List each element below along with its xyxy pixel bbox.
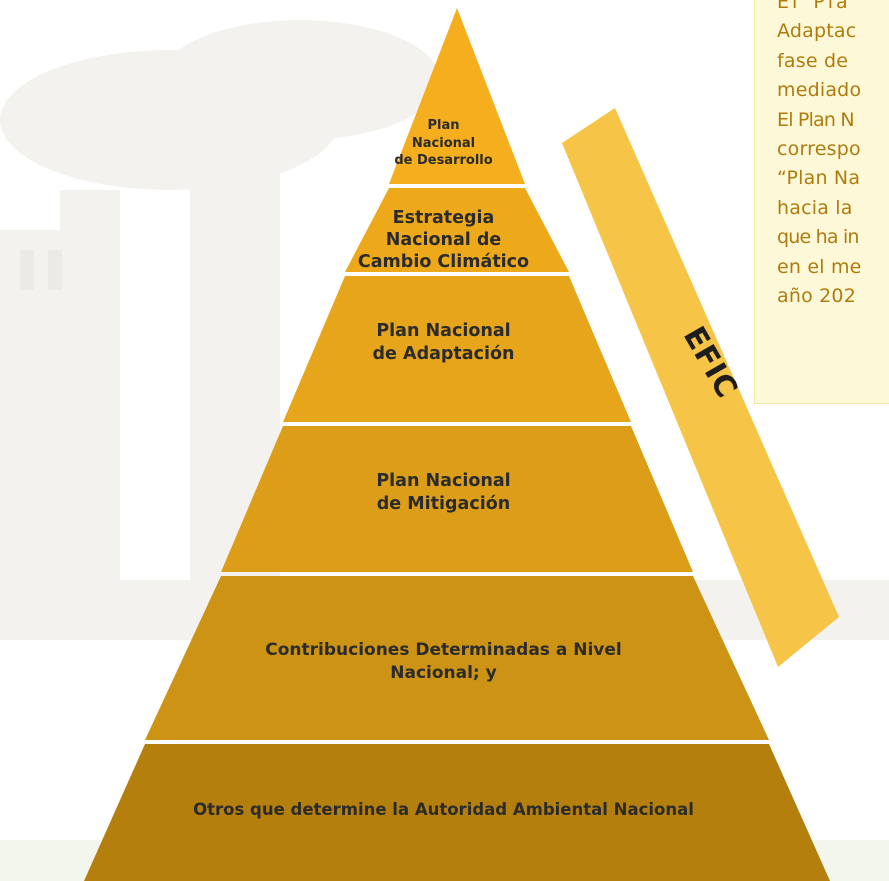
level-1-line: de Desarrollo <box>394 153 493 168</box>
pyramid-level-6 <box>84 744 830 881</box>
level-4-line: Plan Nacional <box>376 471 511 491</box>
level-4-line: de Mitigación <box>376 494 511 514</box>
note-line: El Pla <box>777 0 851 13</box>
note-line: hacia la <box>777 196 853 219</box>
note-line: “Plan Na <box>777 167 861 190</box>
efic-band <box>562 108 839 667</box>
level-3-label: Plan Nacional de Adaptación <box>0 320 888 366</box>
level-5-line: Nacional; y <box>390 663 497 683</box>
pyramid-level-5 <box>145 576 769 740</box>
level-3-line: de Adaptación <box>372 344 515 364</box>
note-line: Adaptac <box>777 20 857 43</box>
note-line: que ha in <box>777 226 859 249</box>
level-6-line: Otros que determine la Autoridad Ambient… <box>193 800 694 819</box>
level-4-label: Plan Nacional de Mitigación <box>0 470 888 516</box>
pyramid-level-3 <box>283 276 631 422</box>
level-5-label: Contribuciones Determinadas a Nivel Naci… <box>0 639 888 685</box>
note-line: en el me <box>777 255 862 278</box>
note-line: fase de <box>777 49 849 72</box>
pyramid-level-1 <box>389 8 525 184</box>
note-line: correspo <box>777 138 861 161</box>
level-5-line: Contribuciones Determinadas a Nivel <box>265 640 622 660</box>
pyramid-level-4 <box>221 426 693 572</box>
pyramid-level-2 <box>345 188 569 272</box>
note-line: año 202 <box>777 285 857 308</box>
level-3-line: Plan Nacional <box>376 321 511 341</box>
level-2-line: Cambio Climático <box>357 252 530 272</box>
level-2-line: Estrategia <box>392 208 495 228</box>
level-2-label: Estrategia Nacional de Cambio Climático <box>0 207 888 273</box>
level-6-label: Otros que determine la Autoridad Ambient… <box>0 799 888 821</box>
note-line: mediado <box>777 79 862 102</box>
level-2-line: Nacional de <box>385 230 502 250</box>
level-1-line: Nacional <box>411 135 476 151</box>
side-note: El Pla Adaptac fase de mediado El Plan N… <box>754 0 889 404</box>
note-line: El Plan N <box>777 108 855 131</box>
level-1-line: Plan <box>427 118 460 133</box>
level-1-label: Plan Nacional de Desarrollo <box>0 117 888 170</box>
